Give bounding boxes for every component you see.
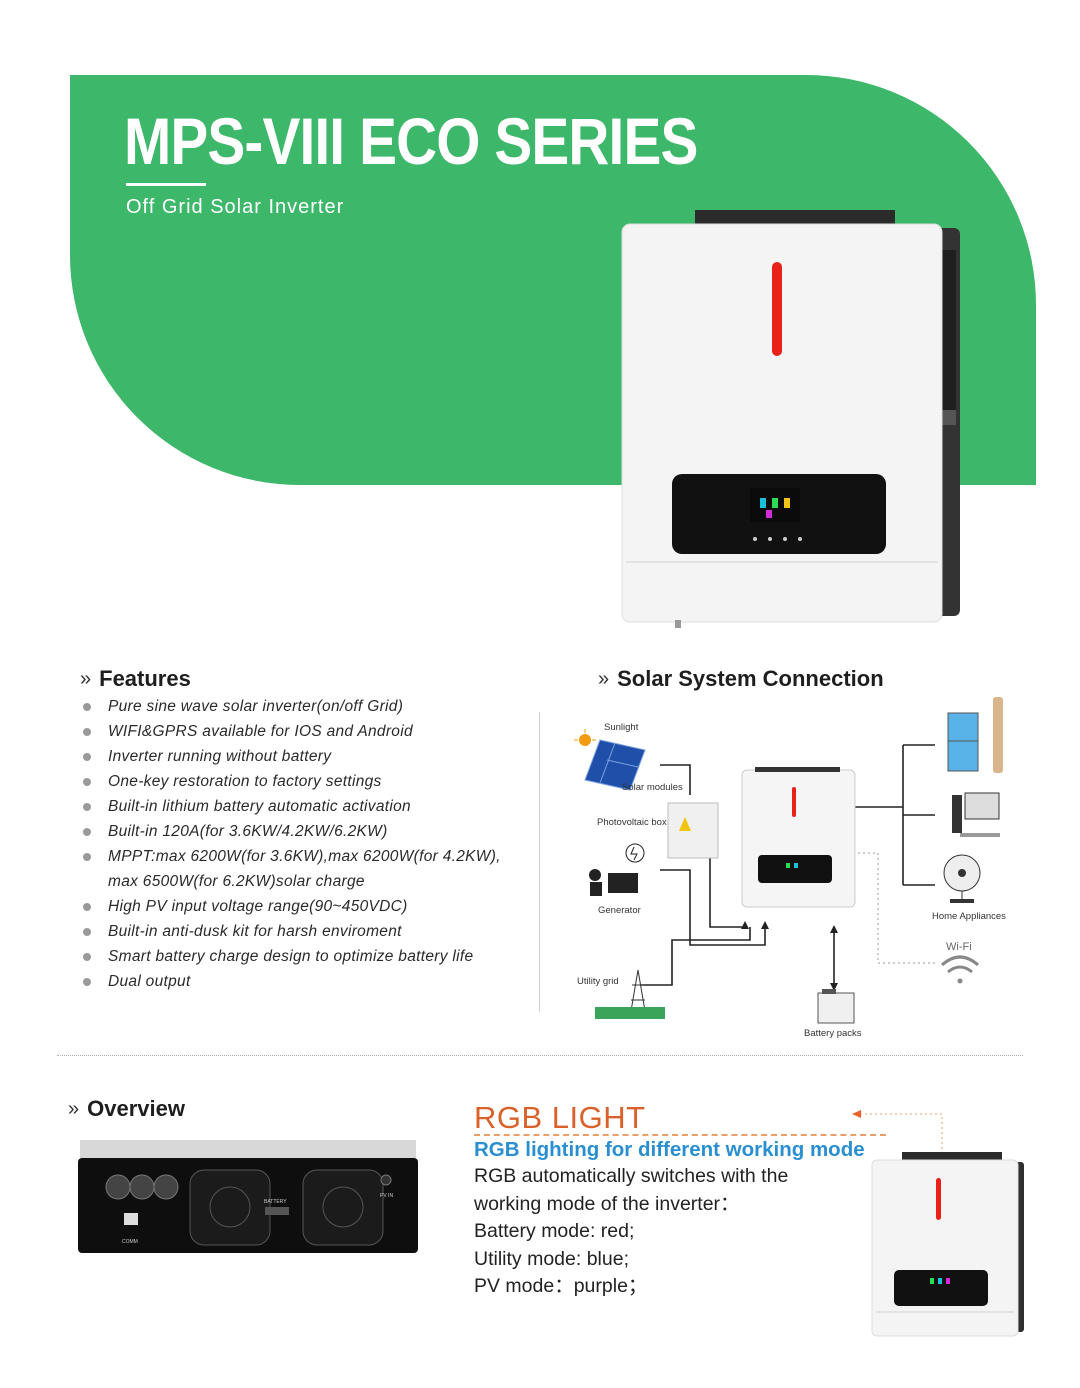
inverter-diagram-icon: [741, 767, 856, 908]
fan-icon: [943, 854, 981, 903]
diagram-label-appliances: Home Appliances: [932, 911, 1006, 922]
features-heading: » Features: [80, 666, 191, 691]
rgb-line: Battery mode: red;: [474, 1220, 635, 1242]
title-underline: [126, 183, 206, 186]
page-title: MPS-VIII ECO SERIES: [124, 104, 698, 178]
feature-item: Inverter running without battery: [80, 744, 501, 769]
wifi-icon: [941, 955, 979, 984]
feature-item-continued: max 6500W(for 6.2KW)solar charge: [108, 873, 365, 890]
solar-panel-icon: [584, 739, 646, 791]
section-divider: [57, 1055, 1023, 1056]
feature-item: Pure sine wave solar inverter(on/off Gri…: [80, 694, 501, 719]
battery-pack-icon: [817, 989, 855, 1024]
rgb-subtitle: RGB lighting for different working mode: [474, 1138, 865, 1161]
rgb-line: PV mode：purple；: [474, 1275, 648, 1297]
diagram-label-pvbox: Photovoltaic box: [597, 817, 667, 828]
rgb-line: RGB automatically switches with the: [474, 1165, 789, 1187]
column-divider: [539, 712, 540, 1012]
generator-icon: [589, 843, 645, 896]
chevron-right-icon: »: [598, 667, 609, 690]
chevron-right-icon: »: [80, 667, 91, 690]
rgb-description: RGB automatically switches with the work…: [474, 1163, 788, 1301]
feature-item: Built-in anti-dusk kit for harsh envirom…: [80, 919, 501, 944]
feature-item: Built-in lithium battery automatic activ…: [80, 794, 501, 819]
panel-label-pv: PV IN: [380, 1193, 393, 1199]
rgb-title: RGB LIGHT: [474, 1100, 646, 1135]
feature-item: Dual output: [80, 969, 501, 994]
features-list: Pure sine wave solar inverter(on/off Gri…: [80, 694, 501, 994]
feature-item: WIFI&GPRS available for IOS and Android: [80, 719, 501, 744]
inverter-product-image: [621, 210, 960, 628]
rgb-line: working mode of the inverter：: [474, 1192, 740, 1215]
feature-item: Smart battery charge design to optimize …: [80, 944, 501, 969]
diagram-label-wifi: Wi-Fi: [946, 941, 972, 953]
chevron-right-icon: »: [68, 1097, 79, 1120]
computer-icon: [952, 792, 1000, 837]
inverter-rgb-image: [871, 1152, 1024, 1337]
system-connection-diagram: Sunlight Solar modules Photovoltaic box …: [574, 697, 1006, 1039]
connection-heading: » Solar System Connection: [598, 666, 884, 691]
feature-item: One-key restoration to factory settings: [80, 769, 501, 794]
pointer-arrow-icon: [852, 1110, 943, 1156]
page-subtitle: Off Grid Solar Inverter: [126, 196, 345, 218]
overview-heading: » Overview: [68, 1096, 185, 1121]
feature-item: Built-in 120A(for 3.6KW/4.2KW/6.2KW): [80, 819, 501, 844]
diagram-label-solar: Solar modules: [622, 782, 683, 793]
feature-item: MPPT:max 6200W(for 3.6KW),max 6200W(for …: [80, 844, 501, 869]
diagram-label-sunlight: Sunlight: [604, 722, 639, 733]
rgb-line: Utility mode: blue;: [474, 1247, 629, 1270]
panel-label-comm: COMM: [122, 1239, 138, 1245]
pv-box-icon: [667, 802, 719, 859]
diagram-label-utility: Utility grid: [577, 976, 619, 987]
rgb-title-underline: [474, 1134, 886, 1136]
fridge-icon: [947, 697, 1003, 773]
utility-tower-icon: [595, 969, 665, 1019]
diagram-label-battery: Battery packs: [804, 1028, 862, 1039]
bottom-panel-image: BATTERY COMM PV IN: [78, 1140, 418, 1253]
diagram-label-generator: Generator: [598, 905, 641, 916]
panel-label-battery: BATTERY: [264, 1199, 287, 1205]
feature-item: High PV input voltage range(90~450VDC): [80, 894, 501, 919]
